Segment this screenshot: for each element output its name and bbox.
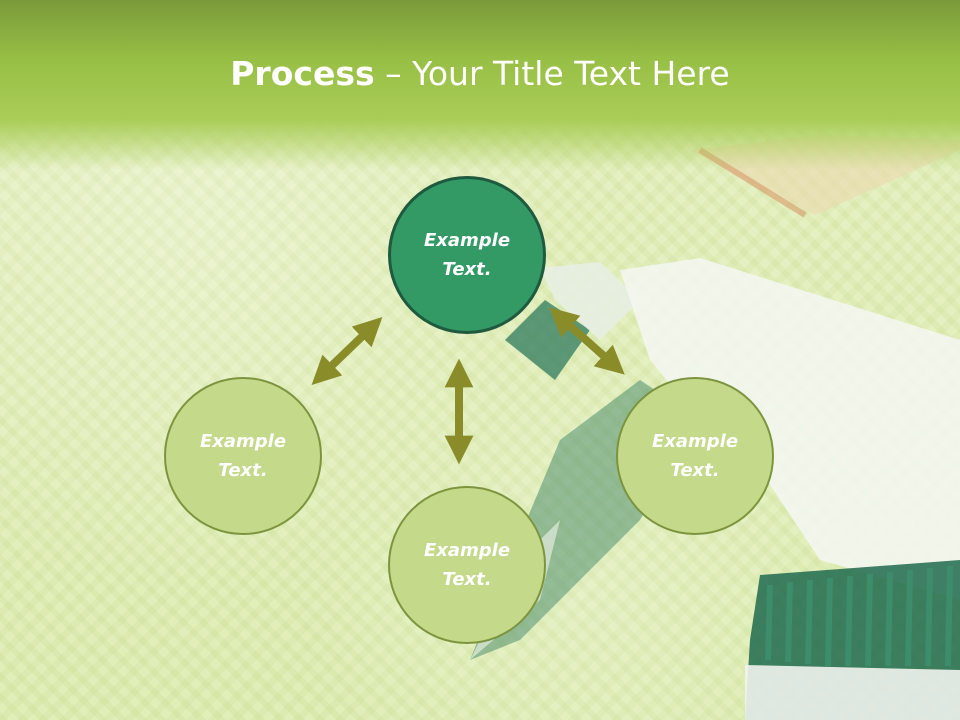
node-left[interactable]: Example Text. [164, 377, 322, 535]
title-rest: – Your Title Text Here [374, 54, 730, 93]
node-left-label: Example Text. [199, 431, 287, 481]
node-right[interactable]: Example Text. [616, 377, 774, 535]
node-right-label: Example Text. [651, 431, 739, 481]
double-arrow-right [549, 307, 625, 375]
title-bold: Process [230, 54, 375, 93]
node-top-label: Example Text. [423, 230, 511, 280]
double-arrow-left [311, 317, 383, 385]
node-bottom[interactable]: Example Text. [388, 486, 546, 644]
node-bottom-label: Example Text. [423, 540, 511, 590]
header-band [0, 0, 960, 170]
node-top[interactable]: Example Text. [388, 176, 546, 334]
slide-title: Process – Your Title Text Here [0, 52, 960, 96]
